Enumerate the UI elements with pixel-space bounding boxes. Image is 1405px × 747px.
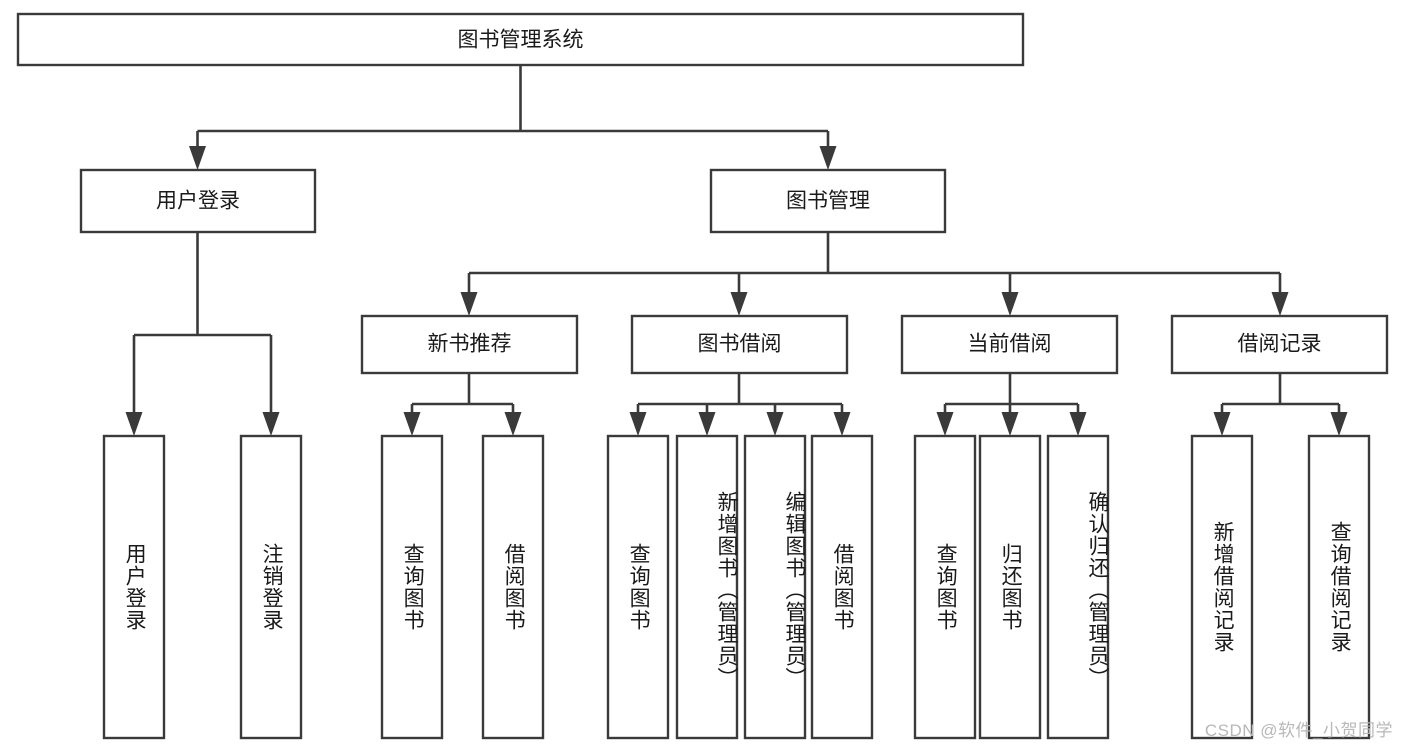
node-user-login[interactable]: 用户登录 (79, 168, 317, 234)
leaf-box-book-borrow-1[interactable] (606, 434, 670, 740)
node-new-book-recommend-label: 新书推荐 (428, 333, 512, 356)
leaf-box-current-borrow-2[interactable] (978, 434, 1042, 740)
node-borrow-record-label: 借阅记录 (1238, 333, 1322, 356)
node-root[interactable]: 图书管理系统 (16, 12, 1025, 67)
arrow-icon-currentborrow-leaf-2 (1001, 412, 1019, 436)
leaf-box-current-borrow-1[interactable] (913, 434, 977, 740)
arrow-icon-newbook-leaf-2 (504, 412, 522, 436)
arrow-icon-bookborrow-leaf-2 (698, 412, 716, 436)
arrow-icon-to-book-mgmt (819, 146, 837, 170)
arrow-icon-to-book-borrow (730, 292, 748, 316)
node-current-borrow[interactable]: 当前借阅 (900, 314, 1119, 375)
node-new-book-recommend[interactable]: 新书推荐 (360, 314, 579, 375)
node-root-box[interactable] (16, 12, 1025, 67)
arrow-icon-to-leaf-user-login (125, 412, 143, 436)
leaf-box-new-book-1[interactable] (380, 434, 444, 740)
node-root-label: 图书管理系统 (458, 29, 584, 52)
leaf-box-book-borrow-2[interactable] (675, 434, 739, 740)
node-book-management-box[interactable] (709, 168, 947, 234)
leaf-box-user-login-1[interactable] (102, 434, 166, 740)
watermark-text: CSDN @软件_小贺同学 (1204, 721, 1393, 740)
leaf-box-borrow-record-1[interactable] (1190, 434, 1254, 740)
leaf-box-new-book-2[interactable] (481, 434, 545, 740)
node-borrow-record[interactable]: 借阅记录 (1170, 314, 1389, 375)
node-book-borrow-label: 图书借阅 (698, 333, 782, 356)
leaf-box-borrow-record-2[interactable] (1307, 434, 1371, 740)
leaf-box-current-borrow-3[interactable] (1046, 434, 1110, 740)
arrow-icon-currentborrow-leaf-3 (1069, 412, 1087, 436)
arrow-icon-bookborrow-leaf-1 (629, 412, 647, 436)
node-user-login-label: 用户登录 (156, 190, 240, 213)
node-new-book-recommend-box[interactable] (360, 314, 579, 375)
arrow-icon-to-borrow-record (1271, 292, 1289, 316)
arrow-icon-to-user-login (189, 146, 206, 170)
leaf-box-book-borrow-4[interactable] (810, 434, 874, 740)
arrow-icon-currentborrow-leaf-1 (936, 412, 954, 436)
arrow-icon-newbook-leaf-1 (403, 412, 421, 436)
leaf-box-book-borrow-3[interactable] (743, 434, 807, 740)
node-book-borrow-box[interactable] (630, 314, 849, 375)
arrow-icon-to-new-book (460, 292, 478, 316)
node-book-management[interactable]: 图书管理 (709, 168, 947, 234)
arrow-icon-to-current-borrow (1001, 292, 1019, 316)
arrow-icon-to-leaf-logout (262, 412, 280, 436)
node-current-borrow-box[interactable] (900, 314, 1119, 375)
arrow-icon-borrowrecord-leaf-2 (1330, 412, 1348, 436)
arrow-icon-bookborrow-leaf-3 (766, 412, 784, 436)
arrowhead-layer (125, 146, 1348, 436)
node-borrow-record-box[interactable] (1170, 314, 1389, 375)
node-current-borrow-label: 当前借阅 (968, 333, 1052, 356)
node-user-login-box[interactable] (79, 168, 317, 234)
leaf-box-user-login-2[interactable] (239, 434, 303, 740)
node-book-management-label: 图书管理 (786, 190, 870, 213)
arrow-icon-bookborrow-leaf-4 (833, 412, 851, 436)
arrow-icon-borrowrecord-leaf-1 (1213, 412, 1231, 436)
node-book-borrow[interactable]: 图书借阅 (630, 314, 849, 375)
